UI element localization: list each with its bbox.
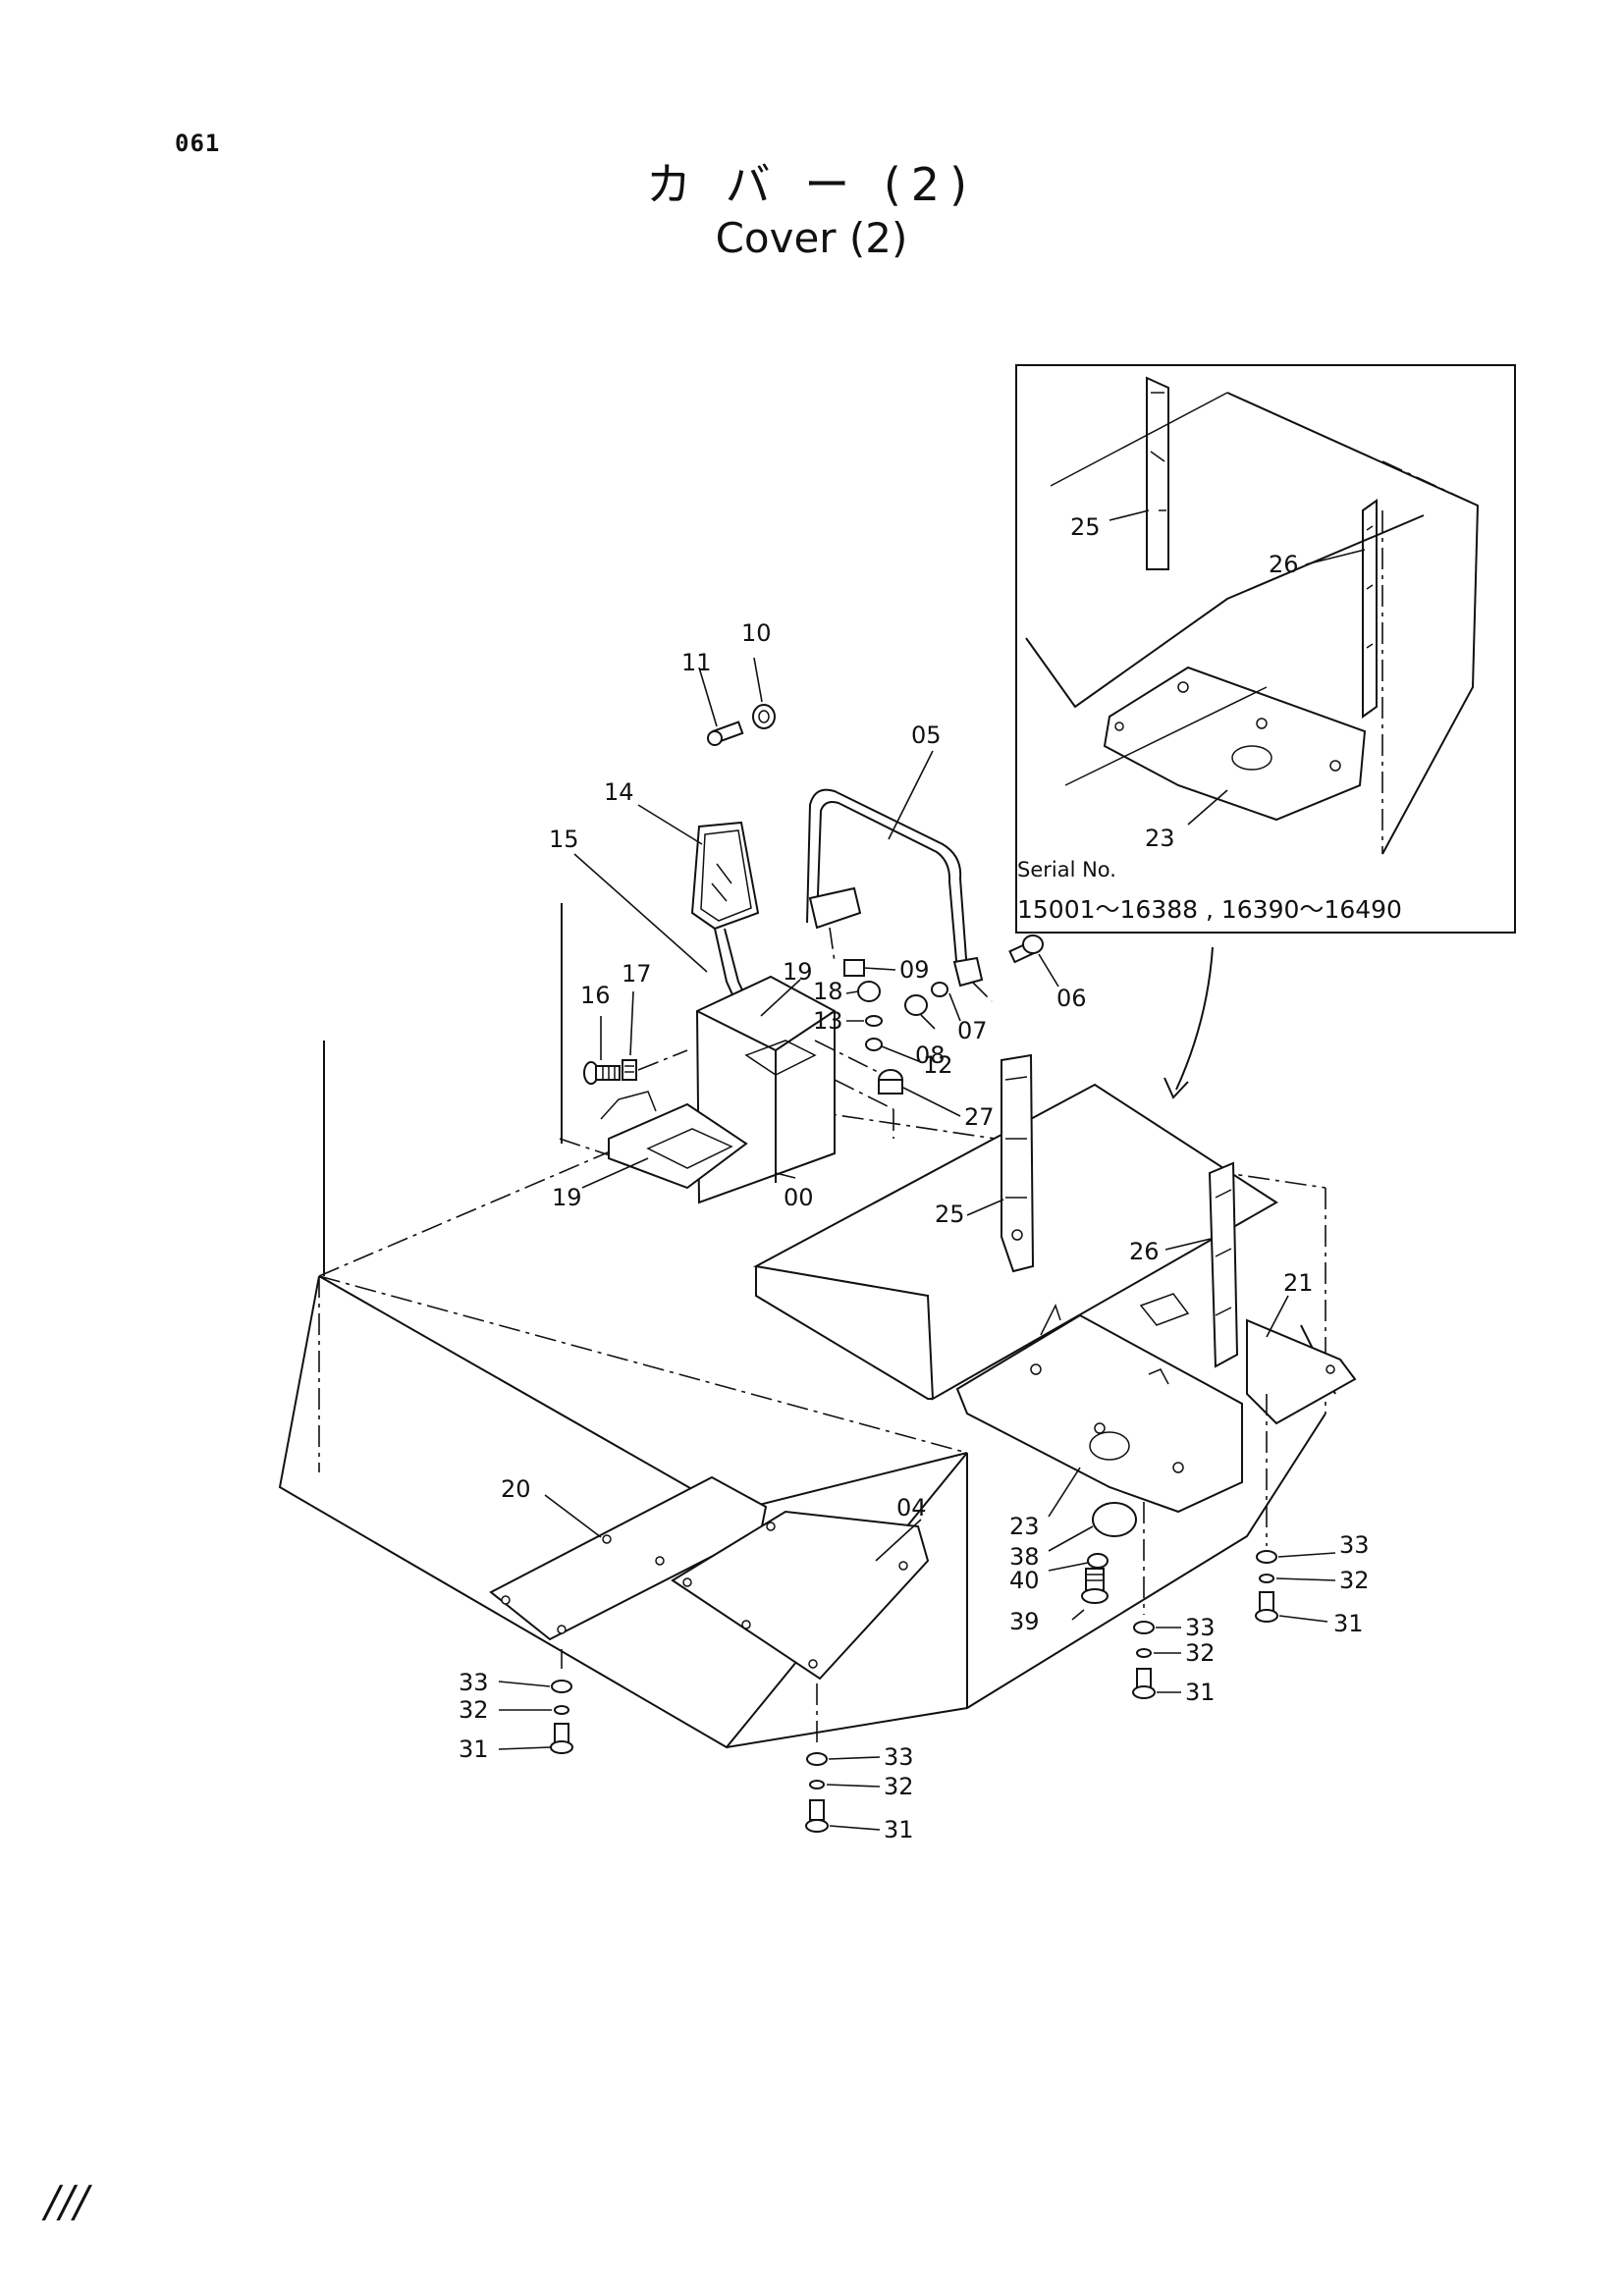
callout-32-right: 32 (1185, 1639, 1216, 1667)
bolt-39 (1081, 1568, 1109, 1604)
washer-07 (931, 982, 948, 997)
fastener-stack-center (805, 1683, 829, 1833)
handrail-foot-left (808, 886, 862, 930)
cover-panel (752, 1053, 1357, 1604)
callout-20: 20 (501, 1475, 531, 1503)
serial-inset: 25 26 23 Serial No. 15001～16388 , 16390～… (1015, 364, 1516, 934)
callout-14: 14 (604, 778, 634, 806)
callout-12: 12 (923, 1051, 953, 1079)
callout-07: 07 (957, 1017, 988, 1044)
callout-17: 17 (622, 960, 652, 988)
callout-09: 09 (899, 956, 930, 984)
callout-06: 06 (1056, 985, 1087, 1012)
callout-19-upper: 19 (783, 958, 813, 986)
handrail-foot-right (952, 956, 984, 988)
washer-13 (865, 1015, 883, 1027)
callout-19-lower: 19 (552, 1184, 582, 1211)
cover-38 (1092, 1502, 1137, 1537)
under-cover-04 (671, 1510, 930, 1681)
bolt-06 (1008, 934, 1044, 964)
inset-cover-outline (1226, 392, 1480, 855)
nut-08 (904, 994, 928, 1016)
collar-10 (752, 704, 776, 729)
plate-23 (955, 1313, 1243, 1514)
body-front-left-face (278, 1275, 968, 1749)
spacer-09 (843, 959, 865, 977)
pad-19 (646, 1128, 733, 1169)
inset-frame (1015, 364, 1516, 934)
bolt-16 (583, 1061, 621, 1085)
callout-33-far-right: 33 (1339, 1531, 1370, 1559)
callout-25: 25 (935, 1201, 965, 1228)
under-covers (489, 1475, 930, 1681)
callout-39: 39 (1009, 1608, 1040, 1635)
callout-26-inset: 26 (1269, 551, 1299, 578)
callout-04: 04 (896, 1494, 927, 1522)
callout-31-right: 31 (1185, 1679, 1216, 1706)
pad-19-upper (744, 1040, 817, 1076)
callout-33-right: 33 (1185, 1614, 1216, 1641)
callout-18: 18 (813, 978, 843, 1005)
callout-05: 05 (911, 721, 942, 749)
callout-33-left: 33 (459, 1669, 489, 1696)
callout-23-inset: 23 (1145, 825, 1175, 852)
callout-31-far-right: 31 (1333, 1610, 1364, 1637)
callout-27: 27 (964, 1103, 995, 1131)
callout-13: 13 (813, 1007, 843, 1035)
serial-range: 15001～16388 , 16390～16490 (1017, 895, 1402, 924)
callout-08: 08 (915, 1041, 946, 1069)
hardware (550, 704, 1278, 1833)
callout-38: 38 (1009, 1543, 1040, 1571)
callout-21: 21 (1283, 1269, 1314, 1297)
callout-10: 10 (741, 619, 772, 647)
callout-26: 26 (1129, 1238, 1160, 1265)
under-cover-20 (489, 1475, 768, 1641)
mirror-assembly (583, 821, 894, 1204)
base-plate (608, 1102, 748, 1190)
inset-seal-26 (1362, 499, 1378, 719)
inset-cover-lower-edge (1025, 514, 1425, 709)
callout-33-center: 33 (884, 1743, 914, 1771)
fastener-stack-left (550, 1649, 573, 1754)
callout-40: 40 (1009, 1567, 1040, 1594)
callout-25-inset: 25 (1070, 513, 1101, 541)
leader-lines (498, 657, 1336, 1831)
inset-bracket-25 (1146, 376, 1169, 570)
callout-labels: 10 11 05 14 15 16 17 19 09 18 13 12 07 0… (459, 619, 1370, 1843)
callout-16: 16 (580, 982, 611, 1009)
inset-pointer-arrowhead (1163, 1077, 1189, 1099)
callout-31-center: 31 (884, 1816, 914, 1843)
nut-18 (857, 981, 881, 1002)
callout-11: 11 (681, 649, 712, 676)
callout-31-left: 31 (459, 1735, 489, 1763)
callout-15: 15 (549, 826, 579, 853)
page-title-japanese: カ バ ー (2) (645, 158, 978, 211)
callout-00: 00 (784, 1184, 814, 1211)
page-mark: /// (45, 2177, 89, 2227)
fastener-stack-right (1132, 1502, 1156, 1699)
inset-pointer (1175, 946, 1214, 1091)
handrail-05 (806, 788, 993, 1002)
fastener-stack-far-right (1255, 1394, 1278, 1623)
page-code: 061 (175, 130, 221, 157)
cushion-27 (878, 1069, 903, 1095)
nut-17 (622, 1059, 637, 1081)
callout-32-center: 32 (884, 1773, 914, 1800)
plate-21 (1246, 1318, 1357, 1425)
callout-32-left: 32 (459, 1696, 489, 1724)
washer-12 (865, 1038, 883, 1051)
serial-label: Serial No. (1017, 858, 1116, 881)
callout-23: 23 (1009, 1513, 1040, 1540)
page-title-english: Cover (2) (715, 214, 908, 262)
body-front-right-face (726, 1413, 1326, 1748)
bracket-25 (1001, 1053, 1035, 1273)
callout-32-far-right: 32 (1339, 1567, 1370, 1594)
bolt-11 (707, 721, 744, 746)
inset-plate-23 (1103, 666, 1367, 822)
washer-40 (1087, 1553, 1109, 1569)
